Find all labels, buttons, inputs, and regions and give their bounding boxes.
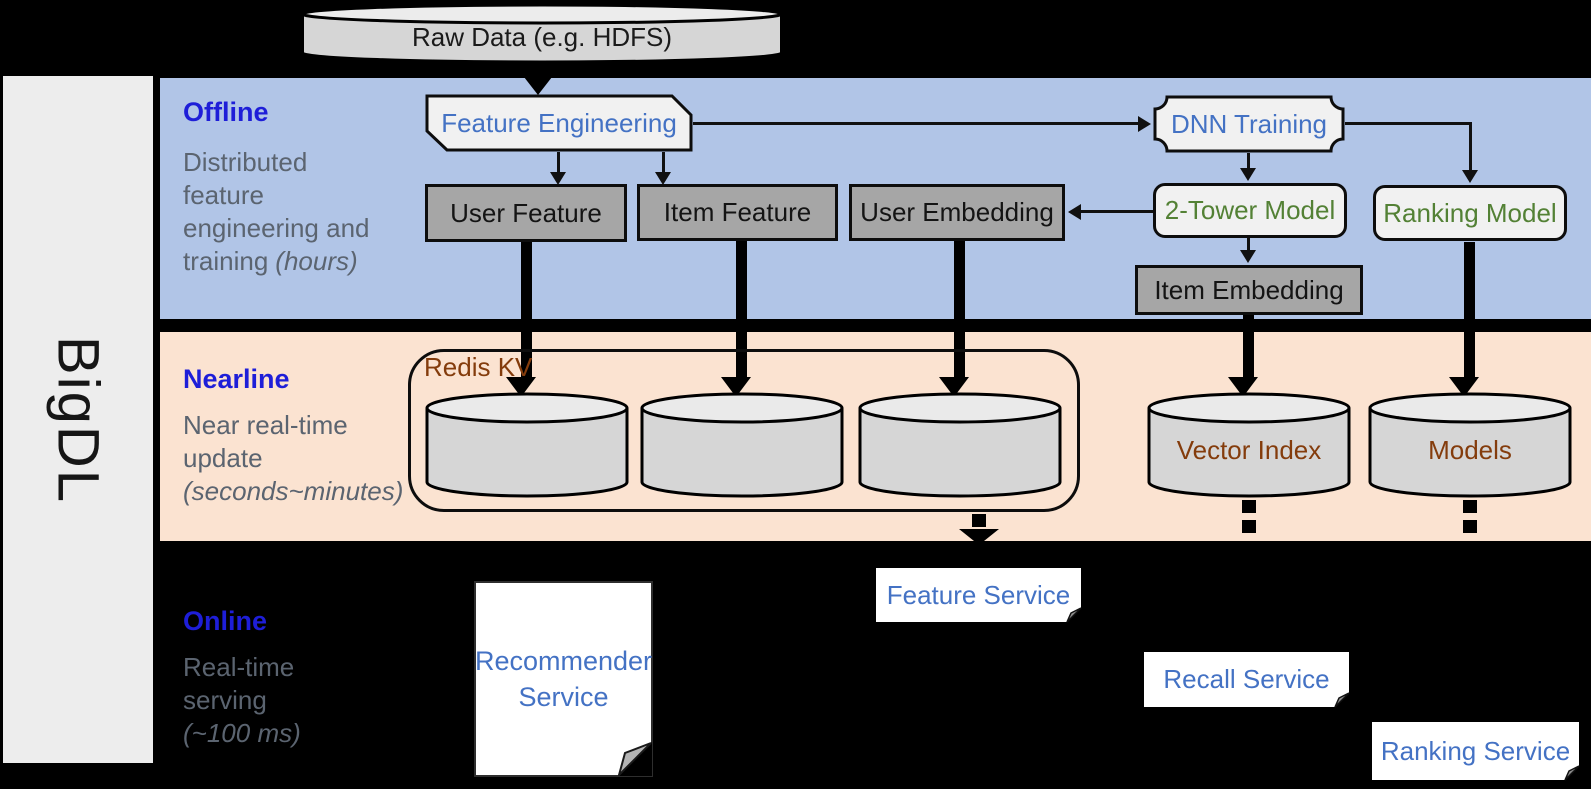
snip-corner-shape <box>425 94 693 152</box>
folded-corner-icon <box>618 742 652 776</box>
arrow-itemfeature-to-redis <box>736 241 747 378</box>
recall-service-box: Recall Service <box>1144 652 1350 708</box>
ranking-service-box: Ranking Service <box>1372 722 1580 781</box>
dashed-arrow-redis-to-featureservice <box>972 514 986 527</box>
arrow-dnn-to-twotower <box>1247 153 1250 170</box>
node-item-embedding: Item Embedding <box>1135 265 1363 315</box>
online-title: Online <box>183 606 268 636</box>
redis-cylinder-3 <box>857 390 1063 515</box>
folded-corner-icon <box>1564 765 1580 781</box>
bigdl-logo-text: BigDL <box>45 335 111 504</box>
arrowhead-dnn-to-ranking <box>1462 170 1478 183</box>
feature-engineering-label: Feature Engineering <box>441 107 677 138</box>
arrowhead-rawdata-to-fe <box>524 77 552 95</box>
cylinder-shape <box>301 3 783 64</box>
node-user-embedding: User Embedding <box>849 184 1065 241</box>
plaque-shape <box>1153 95 1345 153</box>
arrowhead-rankingmodel-to-models <box>1449 377 1479 397</box>
offline-description: Distributed feature engineering and trai… <box>183 147 370 276</box>
vector-index-cylinder <box>1146 390 1352 515</box>
arrow-dnn-to-ranking-h <box>1345 122 1472 125</box>
arrowhead-userfeature-to-redis <box>506 377 536 397</box>
redis-cylinder-1 <box>424 390 630 515</box>
arrowhead-itemembedding-to-vectorindex <box>1228 377 1258 397</box>
recall-service-label: Recall Service <box>1163 664 1330 694</box>
nearline-description: Near real-time update (seconds~minutes) <box>183 410 404 506</box>
dnn-training-label: DNN Training <box>1170 108 1328 139</box>
arrowhead-dnn-to-twotower <box>1240 168 1256 181</box>
nearline-title: Nearline <box>183 364 290 394</box>
folded-corner-icon <box>1334 692 1350 708</box>
redis-cylinder-2 <box>639 390 845 515</box>
arrow-fe-to-dnn <box>693 122 1138 125</box>
arrowhead-twotower-to-userembedding <box>1068 204 1081 220</box>
node-dnn-training: DNN Training <box>1153 95 1345 153</box>
arrow-rankingmodel-to-models <box>1464 242 1475 378</box>
arrow-rawdata-to-fe <box>537 62 548 80</box>
raw-data-label: Raw Data (e.g. HDFS) <box>411 21 673 52</box>
node-two-tower-model: 2-Tower Model <box>1153 183 1347 238</box>
arrow-dnn-to-ranking-v <box>1469 122 1472 172</box>
bigdl-sidebar: BigDL <box>3 76 153 763</box>
feature-service-label: Feature Service <box>886 579 1071 610</box>
dashed-line-vectorindex-2 <box>1242 520 1256 533</box>
arrow-twotower-to-userembedding <box>1081 210 1153 213</box>
recommender-service-label-line1: Recommender <box>474 646 653 676</box>
node-user-feature: User Feature <box>425 184 627 242</box>
arrow-userembedding-to-redis <box>954 241 965 378</box>
arrow-fe-to-itemfeature <box>662 152 665 174</box>
raw-data-cylinder <box>300 3 784 65</box>
arrow-userfeature-to-redis <box>521 242 532 378</box>
vector-index-label: Vector Index <box>1176 434 1322 465</box>
node-ranking-model: Ranking Model <box>1373 185 1567 241</box>
folded-corner-icon <box>1066 607 1082 623</box>
dashed-line-models-2 <box>1463 520 1477 533</box>
arrow-fe-to-userfeature <box>557 152 560 174</box>
dashed-line-vectorindex-1 <box>1242 500 1256 513</box>
arrowhead-itemfeature-to-redis <box>721 377 751 397</box>
arrowhead-twotower-to-itemembedding <box>1240 250 1256 263</box>
redis-kv-label: Redis KV <box>424 352 533 382</box>
ranking-service-label: Ranking Service <box>1380 735 1571 766</box>
redis-kv-container <box>408 349 1080 512</box>
dashed-arrowhead-redis-to-featureservice <box>959 529 999 545</box>
arrow-itemembedding-to-vectorindex <box>1243 315 1254 378</box>
models-label: Models <box>1428 434 1512 465</box>
arrowhead-fe-to-dnn <box>1138 116 1151 132</box>
online-description: Real-time serving (~100 ms) <box>183 652 301 748</box>
recommender-service-document: Recommender Service <box>474 581 653 777</box>
node-item-feature: Item Feature <box>637 184 838 241</box>
arrowhead-fe-to-userfeature <box>550 172 566 185</box>
recommender-service-label-line2: Service <box>518 682 609 712</box>
dashed-line-models-1 <box>1463 500 1477 513</box>
arrowhead-userembedding-to-redis <box>939 377 969 397</box>
models-cylinder <box>1367 390 1573 515</box>
arrowhead-fe-to-itemfeature <box>655 172 671 185</box>
feature-service-box: Feature Service <box>876 568 1082 623</box>
offline-title: Offline <box>183 97 269 127</box>
node-feature-engineering: Feature Engineering <box>425 94 693 152</box>
arrow-twotower-to-itemembedding <box>1247 238 1250 252</box>
